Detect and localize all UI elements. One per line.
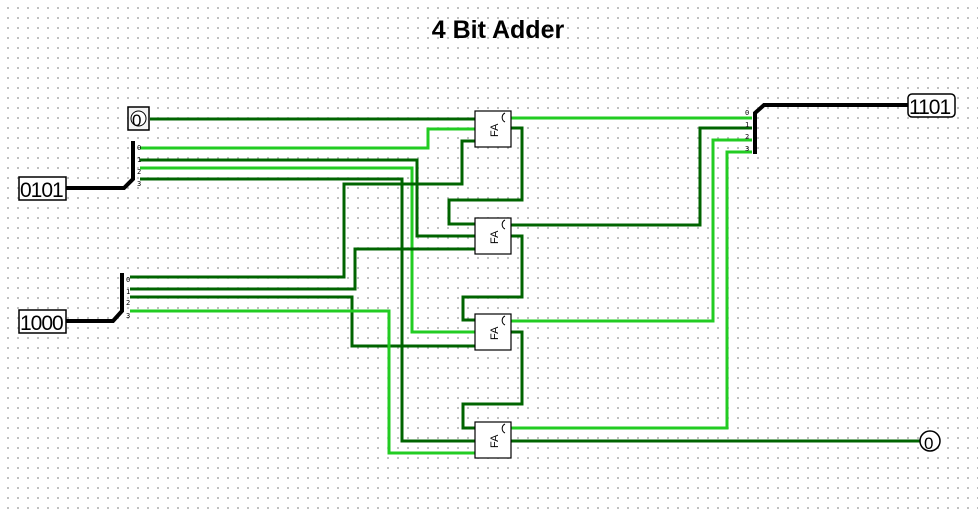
bus-a — [66, 141, 135, 190]
wires — [130, 116, 922, 455]
pin-label: 2 — [745, 133, 749, 141]
wire-a0 — [140, 127, 475, 150]
adder-label: FA — [489, 326, 501, 340]
wire-b2 — [130, 295, 475, 348]
pin-label: 2 — [126, 299, 130, 307]
bus-b — [66, 273, 124, 323]
wire-b0 — [130, 139, 475, 279]
input-pin-a[interactable]: 0101 — [18, 176, 67, 202]
bus-sum — [753, 103, 908, 154]
wire-carry-3 — [461, 330, 524, 430]
output-pin-sum: 1101 — [907, 93, 956, 119]
full-adder-2[interactable]: FA — [474, 313, 512, 351]
wire-b1 — [130, 247, 475, 291]
pin-label: 3 — [126, 312, 130, 320]
diagram-title: 4 Bit Adder — [431, 16, 565, 44]
input-pin-carry-in[interactable]: 0 — [127, 106, 150, 131]
wire-carry-1 — [447, 126, 524, 226]
pin-label: 0 — [126, 276, 130, 284]
wire-a3 — [140, 177, 475, 443]
carry-in-value: 0 — [132, 111, 141, 130]
wire-carry-2 — [461, 234, 524, 322]
adder-label: FA — [489, 230, 501, 244]
input-b-value: 1000 — [20, 312, 63, 335]
input-pin-b[interactable]: 1000 — [18, 309, 67, 335]
wire-a1 — [140, 158, 475, 238]
input-a-value: 0101 — [20, 179, 63, 202]
splitter-a-labels: 0 1 2 3 — [137, 144, 141, 188]
full-adder-1[interactable]: FA — [474, 217, 512, 255]
pin-label: 1 — [745, 121, 749, 129]
wire-sum-2 — [511, 138, 752, 323]
full-adder-0[interactable]: FA — [474, 110, 512, 148]
pin-label: 0 — [137, 144, 141, 152]
adder-label: FA — [489, 123, 501, 137]
adder-label: FA — [489, 434, 501, 448]
output-pin-carry-out: 0 — [919, 430, 941, 453]
pin-label: 3 — [137, 180, 141, 188]
pin-label: 0 — [745, 109, 749, 117]
splitter-sum-labels: 0 1 2 3 — [745, 109, 749, 153]
wire-b3 — [130, 309, 475, 455]
splitter-b-labels: 0 1 2 3 — [126, 276, 130, 320]
carry-out-value: 0 — [924, 434, 933, 453]
pin-label: 1 — [137, 156, 141, 164]
full-adder-3[interactable]: FA — [474, 421, 512, 459]
wire-sum-3 — [511, 150, 752, 430]
wire-sum-1 — [511, 126, 752, 227]
pin-label: 1 — [126, 288, 130, 296]
pin-label: 2 — [137, 168, 141, 176]
pin-label: 3 — [745, 145, 749, 153]
sum-value: 1101 — [909, 96, 950, 119]
